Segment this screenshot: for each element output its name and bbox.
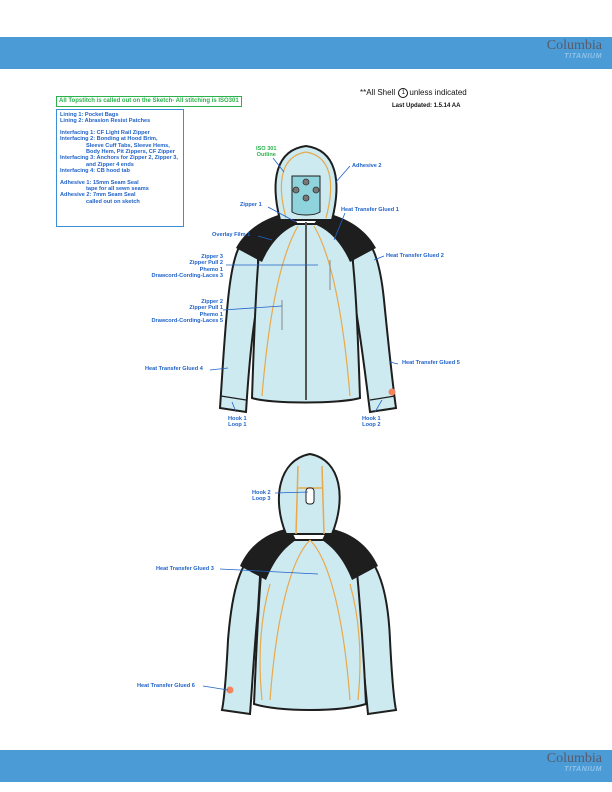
brand-subline: TITANIUM <box>564 766 602 773</box>
callout-heat-transfer-3: Heat Transfer Glued 3 <box>156 566 214 572</box>
callout-heat-transfer-1: Heat Transfer Glued 1 <box>341 207 399 213</box>
callout-heat-transfer-6: Heat Transfer Glued 6 <box>137 683 195 689</box>
lining-2: Lining 2: Abrasion Resist Patches <box>60 118 151 125</box>
brand-logo: Columbia TITANIUM <box>547 750 602 774</box>
callout-iso-outline: ISO 301 Outline <box>256 146 277 159</box>
adhesive-1: Adhesive 1: 15mm Seam Seal <box>60 179 139 186</box>
interfacing-1: Interfacing 1: CF Light Rail Zipper <box>60 129 150 136</box>
circled-number: 1 <box>398 88 409 98</box>
callout-group-zipper-3: Zipper 3 Zipper Pull 2 Phemo 1 Drawcord-… <box>151 254 224 280</box>
callout-zipper-1: Zipper 1 <box>240 202 262 208</box>
callout-heat-transfer-5: Heat Transfer Glued 5 <box>402 360 460 366</box>
interfacing-2-cont: Body Hem, Pit Zippers, CF Zipper <box>86 149 175 156</box>
interfacing-2: Interfacing 2: Bonding at Hood Brim, <box>60 136 158 143</box>
footer-band: Columbia TITANIUM <box>0 750 612 782</box>
callout-overlay-film-1: Overlay Film 1 <box>212 232 251 238</box>
adhesive-2: Adhesive 2: 7mm Seam Seal <box>60 192 136 199</box>
brand-subline: TITANIUM <box>564 53 602 60</box>
back-jacket-sketch <box>202 452 398 716</box>
interfacing-3: Interfacing 3: Anchors for Zipper 2, Zip… <box>60 155 178 162</box>
interfacing-2-cont: Sleeve Cuff Tabs, Sleeve Hems, <box>86 142 170 149</box>
interfacing-3-cont: and Zipper 4 ends <box>86 161 134 168</box>
brand-name: Columbia <box>546 751 602 766</box>
callout-heat-transfer-2: Heat Transfer Glued 2 <box>386 253 444 259</box>
callout-adhesive-2: Adhesive 2 <box>352 163 382 169</box>
adhesive-2-cont: called out on sketch <box>86 198 140 205</box>
materials-legend: Lining 1: Pocket Bags Lining 2: Abrasion… <box>56 109 184 227</box>
last-updated: Last Updated: 1.5.14 AA <box>392 103 461 109</box>
lining-1: Lining 1: Pocket Bags <box>60 112 119 118</box>
header-band: Columbia TITANIUM <box>0 37 612 69</box>
interfacing-4: Interfacing 4: CB hood tab <box>60 168 130 175</box>
patch-marker <box>226 686 234 694</box>
patch-marker <box>388 388 396 396</box>
adhesive-1-cont: tape for all sewn seams <box>86 186 149 193</box>
front-jacket-sketch <box>209 144 399 414</box>
brand-logo: Columbia TITANIUM <box>547 37 602 61</box>
shell-note-suffix: unless indicated <box>409 88 467 98</box>
callout-hook-loop-left: Hook 1 Loop 1 <box>228 416 247 429</box>
shell-note-prefix: **All Shell <box>360 88 396 98</box>
callout-heat-transfer-4: Heat Transfer Glued 4 <box>145 366 203 372</box>
callout-hook-loop-right: Hook 1 Loop 2 <box>362 416 381 429</box>
callout-group-zipper-2: Zipper 2 Zipper Pull 1 Phemo 1 Drawcord-… <box>151 299 224 325</box>
stitch-note: All Topstitch is called out on the Sketc… <box>56 96 242 107</box>
callout-hook-2-loop-3: Hook 2 Loop 3 <box>252 490 271 503</box>
brand-name: Columbia <box>546 38 602 53</box>
